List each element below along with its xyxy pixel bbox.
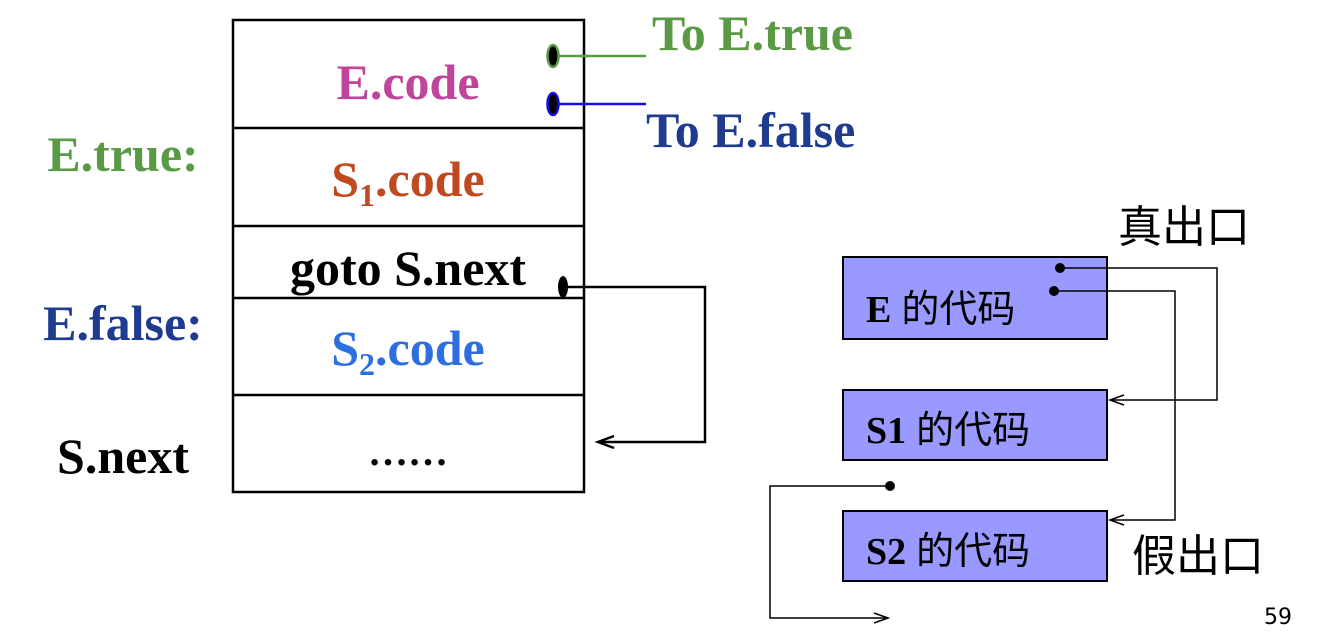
block-s1code-sub: 1: [359, 177, 375, 213]
false-exit-arrowhead: [1107, 514, 1125, 526]
goto-jump-arrow: [558, 276, 707, 450]
block-s1code-rest: .code: [375, 151, 485, 207]
goto-jump-line: [568, 285, 707, 444]
box-s2-code: [842, 510, 1108, 582]
box-s1-code: [842, 389, 1108, 461]
box-e-code: [842, 256, 1108, 340]
page-number: 59: [1264, 605, 1292, 630]
box-s2-code-prefix: S2: [866, 531, 906, 573]
box-s2-code-text: 的代码: [916, 529, 1030, 573]
ecode-true-exit: [546, 43, 646, 69]
box-s1-code-text: 的代码: [916, 408, 1030, 452]
label-to-efalse: To E.false: [646, 102, 855, 158]
s1-goto-path: [769, 485, 890, 619]
block-dots: ……: [368, 429, 448, 474]
s1-goto-connector: [769, 481, 895, 624]
block-goto: goto S.next: [290, 240, 526, 296]
goto-arrowhead: [594, 434, 615, 450]
true-exit-connector: [1055, 263, 1218, 406]
false-exit-marker: [546, 91, 560, 117]
block-ecode: E.code: [336, 54, 479, 110]
false-exit-path: [1054, 290, 1176, 521]
block-s1code: S1.code: [331, 151, 485, 213]
box-e-code-prefix: E: [866, 289, 891, 331]
false-exit-connector: [1049, 286, 1176, 526]
true-exit-marker: [546, 43, 560, 69]
true-exit-path: [1060, 267, 1218, 401]
block-s2code-main: S: [331, 320, 359, 376]
goto-marker: [558, 276, 568, 298]
block-s2code-rest: .code: [375, 320, 485, 376]
code-stack-frame: [231, 18, 586, 494]
box-s1-code-prefix: S1: [866, 410, 906, 452]
label-false-exit: 假出口: [1132, 531, 1264, 582]
label-etrue: E.true:: [47, 126, 198, 182]
true-exit-arrowhead: [1107, 394, 1125, 406]
label-snext: S.next: [57, 428, 189, 484]
code-layout-stack: E.code S1.code goto S.next S2.code ……: [231, 18, 586, 494]
box-e-code-text: 的代码: [901, 287, 1015, 331]
label-to-etrue: To E.true: [652, 5, 853, 61]
label-efalse: E.false:: [43, 295, 203, 351]
label-true-exit: 真出口: [1118, 202, 1250, 253]
block-s2code: S2.code: [331, 320, 485, 382]
ecode-false-exit: [546, 91, 646, 117]
block-s2code-sub: 2: [359, 346, 375, 382]
block-s1code-main: S: [331, 151, 359, 207]
s1-goto-arrowhead: [873, 612, 891, 624]
